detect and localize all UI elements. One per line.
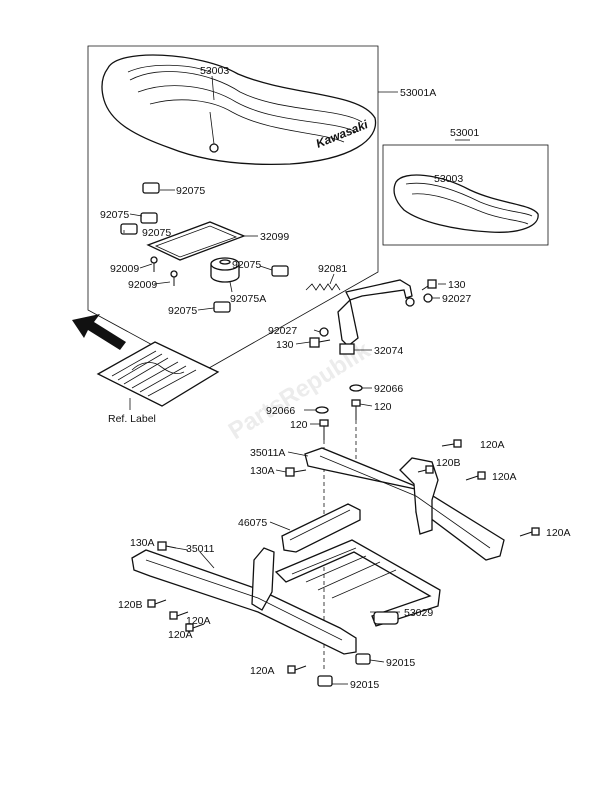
bolt-120-b [319,419,329,440]
label-35011A: 35011A [250,447,285,459]
grab-rail-35011A [304,447,505,561]
pad-46075 [281,503,361,553]
ref-label-caption: Ref. Label [108,413,156,425]
bolt-92009-a [150,256,158,272]
label-92027-b: 92027 [268,325,297,337]
inset-seat [382,144,549,246]
label-53001: 53001 [450,127,479,139]
bolt-92009-b [170,270,178,286]
label-120B-b: 120B [118,599,143,611]
rubber-92015-b [317,675,333,687]
cup-92075A [210,257,240,283]
label-120A-e: 120A [168,629,193,641]
label-92075-d: 92075 [232,259,261,271]
bolt-120A-d [169,611,189,620]
damper-92075-d [271,265,289,277]
spring-92081 [305,283,341,291]
label-92066-b: 92066 [266,405,295,417]
bracket-32074 [337,279,415,355]
label-53003-inset: 53003 [434,173,463,185]
label-120A-a: 120A [480,439,505,451]
label-92009-b: 92009 [128,279,157,291]
washer-92027-b [319,327,329,337]
base-plate-53029 [274,539,441,627]
seat-group-outline [87,45,379,373]
bolt-120A-c [519,527,540,537]
bolt-130A-a [285,467,307,477]
label-35011: 35011 [186,543,215,555]
label-130-a: 130 [448,279,466,291]
reference-label-sheet [96,341,220,410]
label-92015-a: 92015 [386,657,415,669]
label-92075-b: 92075 [100,209,129,221]
rubber-92015-a [355,653,371,665]
bolt-120-a [351,399,361,420]
bolt-120B-b [147,599,167,608]
label-92075-c: 92075 [142,227,171,239]
damper-92075-b [140,212,158,224]
washer-92027-a [423,293,433,303]
label-120-b: 120 [290,419,308,431]
label-92066-a: 92066 [374,383,403,395]
bolt-130-b [309,337,331,348]
label-120A-f: 120A [250,665,275,677]
bolt-120B-a [417,465,434,474]
label-46075: 46075 [238,517,267,529]
label-120B-a: 120B [436,457,461,469]
label-120A-b: 120A [492,471,517,483]
label-92075-e: 92075 [168,305,197,317]
label-92009-a: 92009 [110,263,139,275]
label-130A-a: 130A [250,465,275,477]
label-32099: 32099 [260,231,289,243]
damper-92075-a [142,182,160,194]
label-53001A: 53001A [400,87,436,99]
label-92027-a: 92027 [442,293,471,305]
label-92075-a: 92075 [176,185,205,197]
label-120-a: 120 [374,401,392,413]
label-32074: 32074 [374,345,403,357]
bolt-120A-b [465,471,486,481]
label-130-b: 130 [276,339,294,351]
washer-92066-a [349,384,363,392]
washer-92066-b [315,406,329,414]
bolt-130A-b [157,541,177,551]
bolt-120A-f [287,665,307,674]
damper-92075-c [120,223,138,235]
label-130A-b: 130A [130,537,155,549]
main-seat: Kawasaki [101,54,377,165]
grab-rail-35011 [131,547,357,655]
label-120A-c: 120A [546,527,571,539]
damper-92075-e [213,301,231,313]
label-92075A: 92075A [230,293,266,305]
label-120A-d: 120A [186,615,211,627]
label-53003-main: 53003 [200,65,229,77]
tray-32099 [146,221,252,261]
direction-arrow-icon [72,314,126,350]
label-92015-b: 92015 [350,679,379,691]
bolt-120A-e [185,623,205,632]
bolt-120A-a [441,439,462,448]
label-92081: 92081 [318,263,347,275]
bolt-130-a [421,279,437,291]
label-53029: 53029 [404,607,433,619]
